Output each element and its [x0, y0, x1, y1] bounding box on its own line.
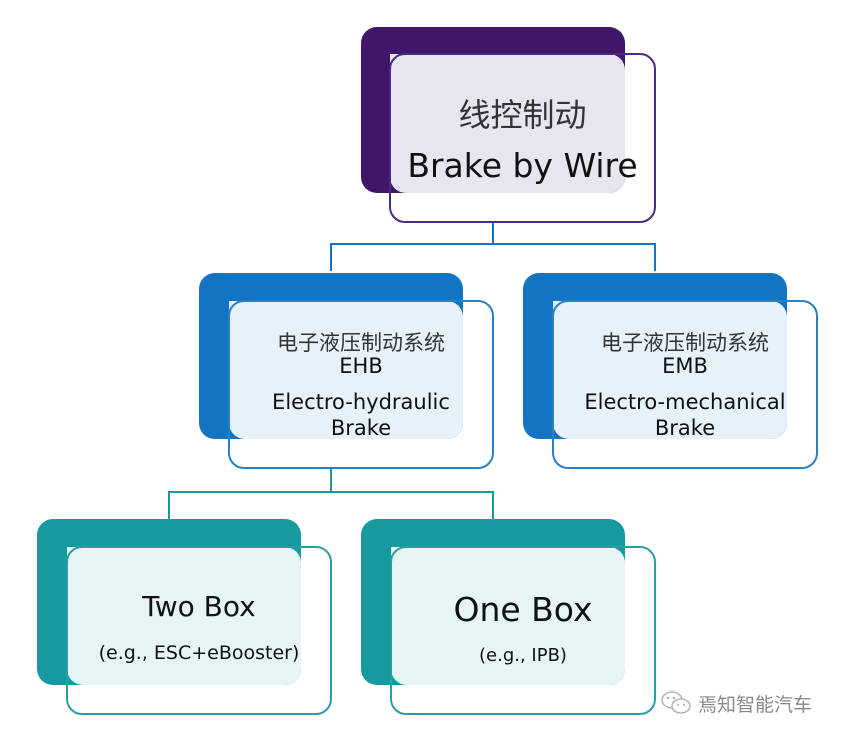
connector-to-two-box: [168, 491, 170, 519]
emb-front-box: [552, 300, 818, 469]
watermark-text: 焉知智能汽车: [698, 693, 813, 716]
two-box-front-box: [66, 546, 332, 715]
watermark: 焉知智能汽车: [660, 688, 812, 718]
one-box-example: (e.g., IPB): [479, 645, 567, 666]
emb-label-en1: Electro-mechanical: [584, 390, 786, 414]
emb-label-en2: Brake: [654, 416, 716, 440]
ehb-label-en2: Brake: [330, 416, 392, 440]
emb-label-abbr: EMB: [662, 354, 708, 378]
connector-to-emb: [654, 243, 656, 271]
connector-root-vertical: [492, 222, 494, 244]
one-box-front-box: [390, 546, 656, 715]
connector-to-one-box: [492, 491, 494, 519]
ehb-overlap: [229, 301, 463, 439]
one-box-overlap: [391, 547, 625, 685]
root-label-en: Brake by Wire: [407, 146, 638, 185]
two-box-overlap: [67, 547, 301, 685]
two-box-title: Two Box: [142, 590, 256, 623]
ehb-label-abbr: EHB: [339, 354, 383, 378]
wechat-icon: [661, 691, 691, 714]
connector-to-ehb: [330, 243, 332, 271]
root-label-cn: 线控制动: [458, 96, 587, 134]
connector-ehb-vertical: [330, 468, 332, 492]
root-front-box: [389, 53, 656, 223]
connector-root-horizontal: [330, 243, 656, 245]
emb-label-cn: 电子液压制动系统: [601, 331, 769, 355]
connector-ehb-horizontal: [168, 491, 494, 493]
root-overlap: [390, 54, 625, 193]
one-box-title: One Box: [453, 590, 593, 629]
ehb-front-box: [228, 300, 494, 469]
ehb-label-cn: 电子液压制动系统: [277, 331, 445, 355]
emb-overlap: [553, 301, 787, 439]
two-box-example: (e.g., ESC+eBooster): [98, 642, 300, 664]
ehb-label-en1: Electro-hydraulic: [272, 390, 450, 414]
